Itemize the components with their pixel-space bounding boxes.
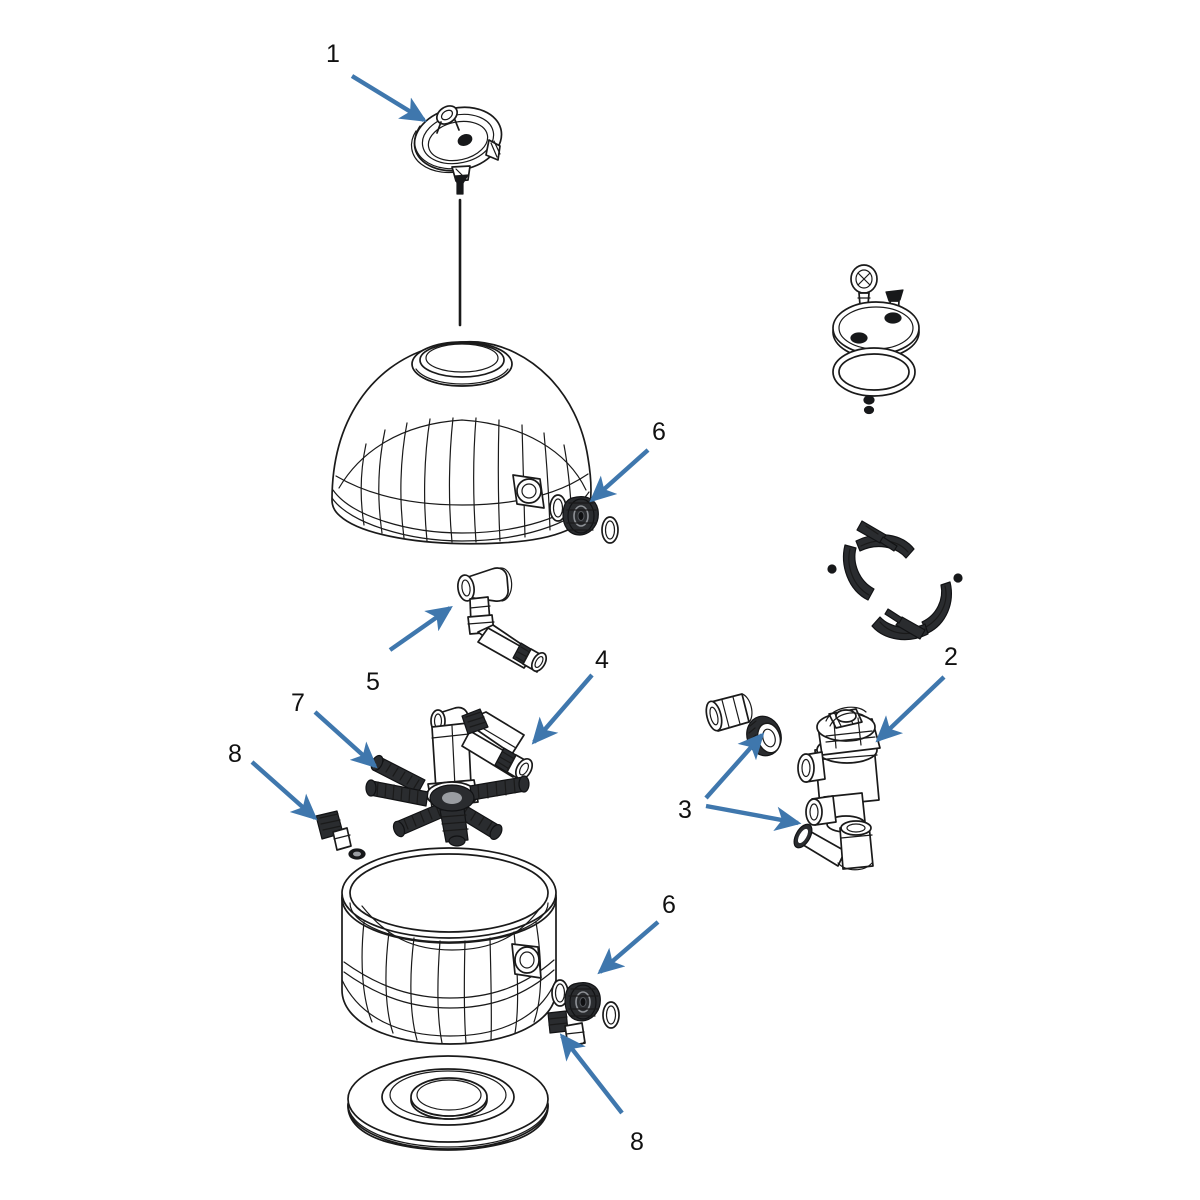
callout-label-1: 1 [326, 40, 340, 68]
lower-tank-body [341, 847, 557, 1045]
callout-arrow-elbow-pipe [388, 605, 453, 652]
callout-arrow-bulkhead-fitting-top [589, 448, 650, 503]
callout-arrow-manifold-hub [531, 673, 594, 745]
clamp-band-halves [827, 520, 963, 641]
callout-arrow-lateral-arms [313, 710, 378, 769]
callout-arrow-bulkhead-fitting-bot [597, 920, 660, 975]
callout-arrows [250, 74, 946, 1115]
callout-arrow-clamp-ring [350, 74, 428, 122]
drain-plug-top [315, 810, 366, 860]
elbow-pipe [457, 567, 548, 673]
callout-label-2: 2 [944, 643, 958, 671]
clamp-ring-part [410, 105, 503, 184]
callout-arrow-drain-plug-bottom [559, 1033, 624, 1115]
callout-label-4: 4 [595, 646, 609, 674]
callout-label-5: 5 [366, 668, 380, 696]
callout-arrow-drain-plug-top [250, 760, 318, 821]
callout-arrow-union-fittings-second [705, 803, 802, 831]
bulkhead-fitting-top [549, 494, 619, 544]
lateral-arms [365, 754, 530, 847]
alignment-line [456, 181, 464, 327]
callout-label-3: 3 [678, 796, 692, 824]
callout-arrow-union-fittings [704, 732, 765, 800]
filter-lid-assembly [832, 264, 920, 415]
callout-label-6-top: 6 [652, 418, 666, 446]
callout-label-8-top: 8 [228, 740, 242, 768]
union-fittings [705, 693, 782, 757]
callout-arrow-multiport-valve [875, 675, 946, 743]
callout-label-8-bottom: 8 [630, 1128, 644, 1156]
tank-base-pedestal [347, 1055, 549, 1151]
upper-tank-dome [331, 340, 592, 545]
multiport-valve [797, 706, 881, 833]
callout-label-6-bottom: 6 [662, 891, 676, 919]
bulkhead-fitting-bottom [551, 979, 620, 1029]
callout-label-7: 7 [291, 689, 305, 717]
union-elbow-fitting [793, 820, 874, 871]
